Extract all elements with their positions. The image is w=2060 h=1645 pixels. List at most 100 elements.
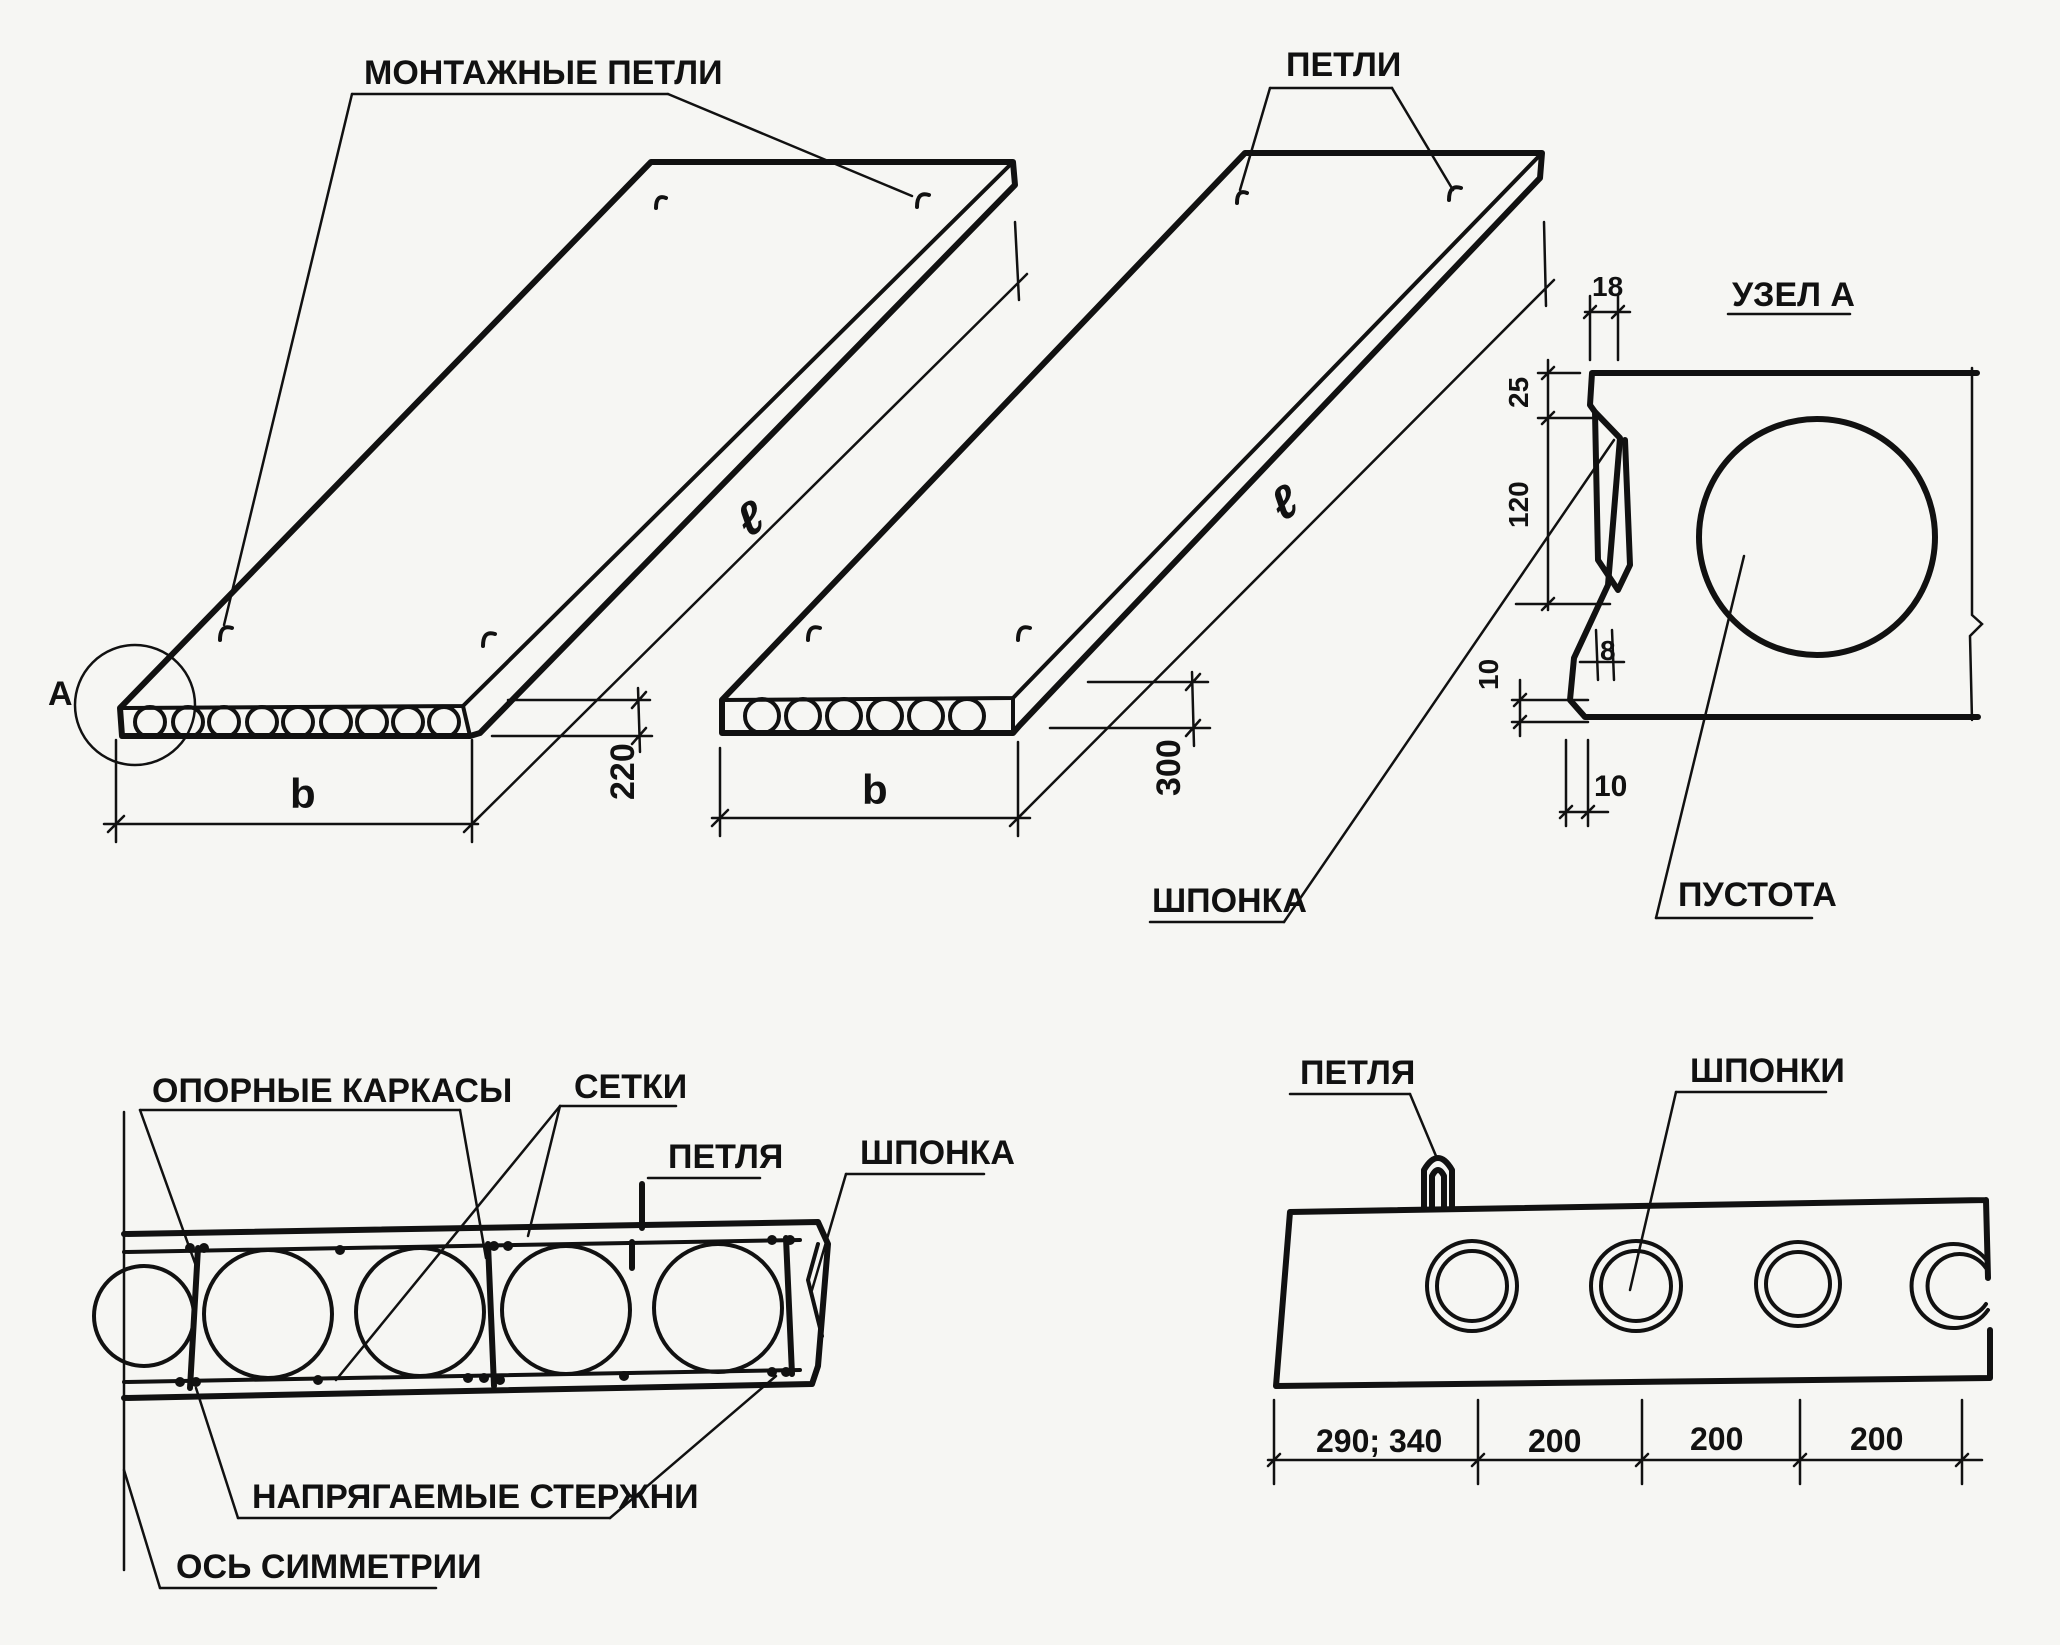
loop-icon: [481, 631, 497, 648]
slab-220-top-front-edge: [118, 160, 1015, 710]
slab-300-length-symbol: ℓ: [1261, 474, 1308, 531]
void-circle: [427, 705, 461, 739]
node-a-dim-18-value: 18: [1592, 271, 1623, 302]
key-hole-outer: [1754, 1240, 1842, 1328]
key-section-label: ШПОНКА: [860, 1134, 1015, 1172]
void-circle: [784, 697, 822, 735]
key-top-label: ШПОНКА: [1152, 882, 1307, 920]
section-inner-bottom: [122, 1368, 802, 1384]
void-circle: [866, 697, 904, 735]
slab-220-width-dim: [102, 738, 482, 844]
loop-icon: [1016, 625, 1032, 642]
void-leader: [1654, 554, 1746, 920]
key-hole-outer: [1589, 1239, 1683, 1333]
mounting-loops-leader-right: [666, 92, 914, 198]
elev-dim-step-3: 200: [1850, 1421, 1903, 1457]
slab-220-height-value: 220: [604, 743, 642, 800]
section-loop: [629, 1181, 645, 1271]
node-a-dim-vertical: [1514, 358, 1612, 612]
slab-end-elevation: ПЕТЛЯ ШПОНКИ 290; 340 200 200 200: [1266, 1052, 1993, 1486]
keys-elevation-leader: [1628, 1090, 1678, 1292]
node-a-section-outline: [1567, 370, 1981, 720]
node-a-dim-8: [1578, 628, 1626, 682]
slab-300-voids: [743, 697, 986, 735]
loop-icon: [1235, 190, 1249, 205]
loop-section-label: ПЕТЛЯ: [668, 1138, 783, 1176]
slab-300-isometric: b ℓ 300: [710, 150, 1556, 838]
key-section-leader: [810, 1172, 848, 1292]
meshes-label: СЕТКИ: [574, 1068, 687, 1106]
slab-220-length-symbol: ℓ: [727, 490, 774, 547]
node-a-dim-18: [1582, 294, 1632, 362]
node-a-marker-label: А: [48, 675, 73, 713]
slab-300-outline: [719, 150, 1545, 736]
elevation-key-holes: [1425, 1239, 1990, 1333]
void-circle: [207, 705, 241, 739]
section-inner-top: [122, 1238, 802, 1254]
support-frames-leader-right: [458, 1108, 488, 1260]
slab-300-length-dim: [1016, 220, 1556, 820]
loop-icon: [654, 195, 668, 210]
elev-dim-step-2: 200: [1690, 1421, 1743, 1457]
node-a-dim-8-value: 8: [1600, 635, 1616, 666]
keys-elevation-label: ШПОНКИ: [1690, 1052, 1845, 1090]
void-circle: [245, 705, 279, 739]
symmetry-axis-leader: [122, 1468, 162, 1590]
loop-icon: [1447, 185, 1463, 202]
slab-300-top-front-edge: [720, 151, 1544, 702]
node-a-key-groove: [1592, 409, 1633, 593]
elevation-outline: [1273, 1197, 1993, 1389]
void-circle: [354, 1246, 486, 1378]
loop-icon: [915, 192, 931, 209]
key-hole-outer: [1425, 1239, 1519, 1333]
meshes-leader-2: [526, 1104, 562, 1238]
section-key-groove: [806, 1242, 824, 1338]
elevation-loop: [1421, 1155, 1455, 1211]
slab-300-width-dim: [710, 740, 1032, 838]
elevation-dim-chain: [1266, 1398, 1984, 1486]
key-hole-inner: [1599, 1249, 1673, 1323]
loop-elevation-leader: [1408, 1092, 1438, 1158]
void-circle: [281, 705, 315, 739]
top-leader-labels: МОНТАЖНЫЕ ПЕТЛИ ПЕТЛИ: [222, 46, 1455, 627]
loop-icon: [806, 625, 822, 642]
symmetry-axis-label: ОСЬ СИММЕТРИИ: [176, 1548, 482, 1586]
void-label: ПУСТОТА: [1678, 876, 1837, 914]
node-a-void-circle: [1696, 416, 1938, 658]
slab-300-width-symbol: b: [862, 766, 888, 813]
slab-220-vertical-edge: [461, 704, 472, 738]
key-hole-inner: [1435, 1249, 1509, 1323]
loop-icon: [218, 625, 234, 642]
meshes-leader-1: [334, 1104, 562, 1382]
slab-220-lifting-loops: [218, 192, 931, 648]
support-frame-mid: [485, 1241, 497, 1389]
node-a-dim-10-vertical: [1510, 678, 1590, 738]
support-frames-leader-left: [138, 1108, 198, 1268]
key-top-leader: [1282, 438, 1616, 924]
key-hole-inner: [1925, 1252, 1988, 1320]
void-circle: [948, 697, 986, 735]
loop-elevation-label: ПЕТЛЯ: [1300, 1054, 1415, 1092]
elev-dim-step-1: 200: [1528, 1423, 1581, 1459]
void-circle: [825, 697, 863, 735]
void-circle: [355, 705, 389, 739]
loops-leader-right: [1390, 86, 1455, 192]
support-frames-label: ОПОРНЫЕ КАРКАСЫ: [152, 1072, 512, 1110]
elev-dim-first: 290; 340: [1316, 1423, 1442, 1459]
slab-300-height-value: 300: [1150, 739, 1188, 796]
node-a-dim-120-value: 120: [1503, 481, 1534, 528]
support-frame-left: [187, 1245, 201, 1391]
void-circle: [202, 1248, 334, 1380]
slab-220-length-dim: [470, 220, 1029, 826]
loops-leader-left: [1238, 86, 1272, 192]
slab-220-height-dim: [490, 686, 654, 754]
void-circle: [500, 1244, 632, 1376]
section-top-edge: [121, 1219, 831, 1401]
void-circle: [652, 1242, 784, 1374]
support-frame-right: [783, 1235, 795, 1377]
node-a-dim-10-horizontal: [1558, 738, 1610, 828]
node-a-dim-10h-value: 10: [1594, 770, 1627, 803]
void-circle: [171, 705, 205, 739]
